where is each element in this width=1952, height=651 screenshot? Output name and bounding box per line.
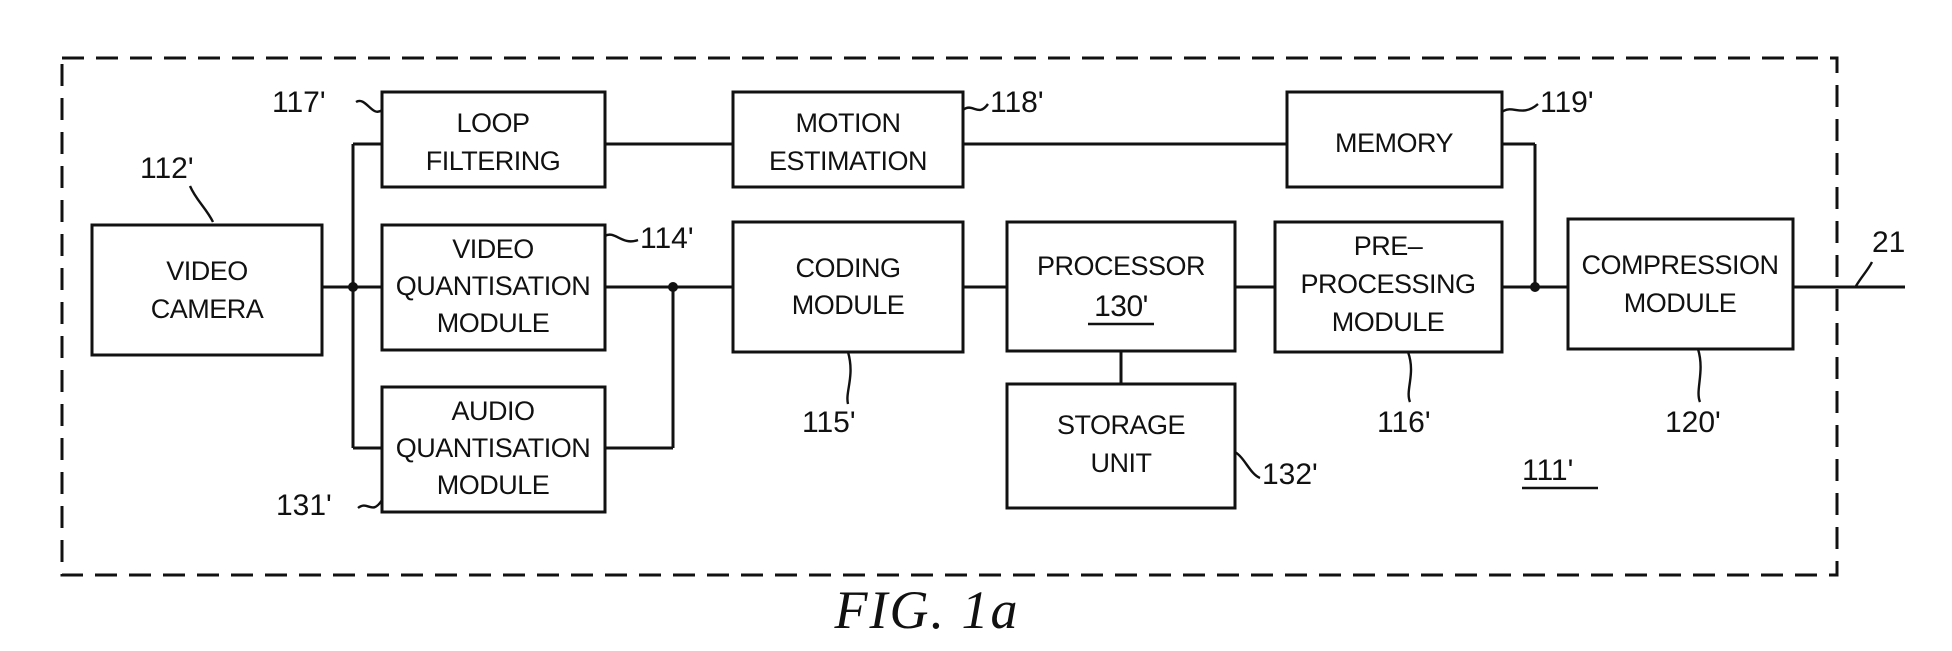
ref-loop-filtering: 117': [272, 86, 326, 119]
ref-storage-unit: 132': [1262, 458, 1318, 491]
memory-label: MEMORY: [1335, 128, 1454, 158]
video-quantisation-line-1: VIDEO: [452, 234, 534, 264]
block-pre-processing: PRE– PROCESSING MODULE: [1275, 222, 1502, 352]
ref-output: 21: [1872, 226, 1905, 259]
figure-caption: FIG. 1a: [834, 580, 1020, 640]
video-quantisation-line-2: QUANTISATION: [396, 271, 591, 301]
block-memory: MEMORY: [1287, 92, 1502, 187]
loop-filtering-line-2: FILTERING: [426, 146, 561, 176]
video-camera-line-1: VIDEO: [166, 256, 248, 286]
compression-line-2: MODULE: [1624, 288, 1737, 318]
ref-motion-estimation: 118': [990, 86, 1044, 119]
ref-audio-quantisation: 131': [276, 489, 332, 522]
compression-line-1: COMPRESSION: [1581, 250, 1778, 280]
pre-processing-line-1: PRE–: [1354, 231, 1423, 261]
loop-filtering-line-1: LOOP: [456, 108, 529, 138]
processor-label: PROCESSOR: [1037, 251, 1205, 281]
audio-quantisation-line-1: AUDIO: [451, 396, 534, 426]
junction-dot-quantisation: [668, 282, 678, 292]
coding-module-line-2: MODULE: [792, 290, 905, 320]
ref-coding-module: 115': [802, 406, 856, 439]
storage-unit-line-2: UNIT: [1091, 448, 1152, 478]
block-processor: PROCESSOR 130': [1007, 222, 1235, 351]
coding-module-line-1: CODING: [796, 253, 901, 283]
motion-estimation-line-2: ESTIMATION: [769, 146, 927, 176]
ref-system: 111': [1522, 454, 1573, 487]
block-audio-quantisation: AUDIO QUANTISATION MODULE: [382, 387, 605, 512]
ref-video-quantisation: 114': [640, 222, 694, 255]
block-video-camera: VIDEO CAMERA: [92, 225, 322, 355]
ref-video-camera: 112': [140, 152, 194, 185]
block-coding-module: CODING MODULE: [733, 222, 963, 352]
motion-estimation-line-1: MOTION: [796, 108, 901, 138]
block-compression: COMPRESSION MODULE: [1568, 219, 1793, 349]
pre-processing-line-3: MODULE: [1332, 307, 1445, 337]
audio-quantisation-line-2: QUANTISATION: [396, 433, 591, 463]
storage-unit-line-1: STORAGE: [1057, 410, 1185, 440]
audio-quantisation-line-3: MODULE: [437, 470, 550, 500]
ref-pre-processing: 116': [1377, 406, 1431, 439]
video-camera-line-2: CAMERA: [151, 294, 264, 324]
ref-compression: 120': [1665, 406, 1721, 439]
video-quantisation-line-3: MODULE: [437, 308, 550, 338]
block-loop-filtering: LOOP FILTERING: [382, 92, 605, 187]
processor-ref: 130': [1094, 290, 1148, 323]
junction-dot-compression: [1530, 282, 1540, 292]
ref-memory: 119': [1540, 86, 1594, 119]
junction-dot-input: [348, 282, 358, 292]
block-video-quantisation: VIDEO QUANTISATION MODULE: [382, 225, 605, 350]
block-motion-estimation: MOTION ESTIMATION: [733, 92, 963, 187]
pre-processing-line-2: PROCESSING: [1300, 269, 1475, 299]
block-storage-unit: STORAGE UNIT: [1007, 384, 1235, 508]
